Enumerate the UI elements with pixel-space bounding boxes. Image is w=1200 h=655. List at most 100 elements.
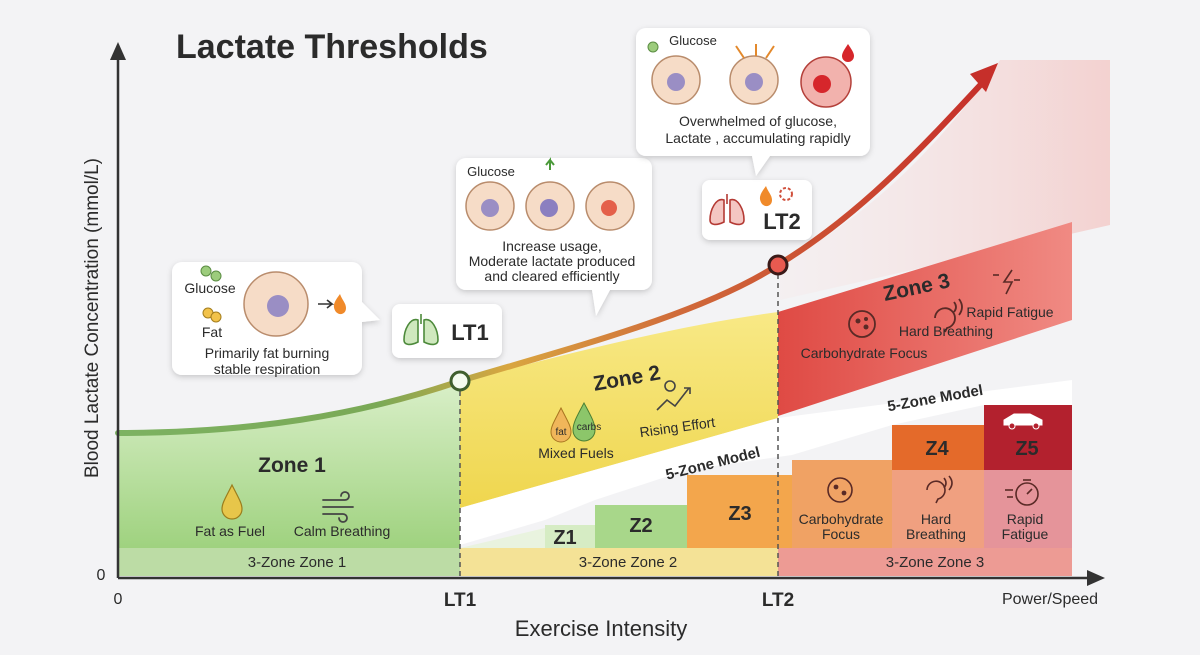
zone-2-mixed-fuels: Mixed Fuels: [538, 445, 613, 461]
z5-label: Z5: [1015, 438, 1038, 460]
glucose-molecule-icon: [200, 265, 212, 277]
lungs-icon-lt1: [403, 314, 439, 346]
carbs-icon-label: carbs: [577, 422, 601, 433]
rapid-fatigue-lightning-icon: [993, 269, 1020, 295]
callout-1-text-line2: stable respiration: [214, 361, 321, 377]
up-arrow-icon: [545, 157, 555, 170]
flame-icon-lt2: [759, 186, 772, 207]
cell-icon-3-nucleus: [601, 200, 617, 216]
page-title: Lactate Thresholds: [176, 28, 488, 66]
zone-3-carb-focus-1: Carbohydrate Focus: [801, 345, 928, 361]
burst-arrows-icon: [735, 44, 775, 59]
fat-drop-icon-small: [550, 406, 572, 443]
curve-arrowhead: [970, 63, 998, 92]
z1-block-bg: [460, 528, 545, 548]
race-car-icon: [1003, 413, 1043, 430]
breathing-wind-icon: [322, 491, 354, 523]
carb-plate-icon-5zone: [827, 477, 853, 503]
z1-label: Z1: [553, 527, 576, 549]
callout-1-glucose-label: Glucose: [184, 280, 236, 296]
cell-icon-1-nucleus: [481, 199, 499, 217]
flame-icon: [333, 294, 346, 315]
z4-block: [892, 425, 984, 470]
z5-rapid-fatigue-line1: Rapid: [1007, 511, 1044, 527]
fat-drop-icon: [221, 483, 243, 520]
lactate-curve: [115, 77, 988, 436]
x-axis-label: Exercise Intensity: [515, 616, 687, 641]
carbs-drop-icon: [572, 401, 596, 442]
glucose-molecule-icon-3: [647, 41, 659, 53]
x-tick-power-speed: Power/Speed: [1002, 591, 1098, 608]
lt2-point: [767, 254, 789, 276]
z4-hard-breathing-line1: Hard: [921, 511, 951, 527]
z3-label: Z3: [728, 503, 751, 525]
callout-2-text-line3: and cleared efficiently: [484, 268, 619, 284]
rising-effort-icon: [656, 380, 691, 411]
bottom-zone-2-label: 3-Zone Zone 2: [579, 554, 677, 571]
fat-molecule-icon-2: [210, 311, 222, 323]
lt1-marker-label: LT1: [451, 320, 488, 345]
bottom-zone-1-bar: [118, 548, 460, 576]
zone-3-rapid-fatigue-1: Rapid Fatigue: [966, 304, 1053, 320]
zone-1-title: Zone 1: [258, 454, 326, 477]
z3-detail-block: [792, 460, 892, 548]
z5-rapid-fatigue-line2: Fatigue: [1002, 526, 1049, 542]
zone-1-fat-fuel: Fat as Fuel: [195, 523, 265, 539]
carb-plate-icon: [848, 310, 876, 338]
zone-3-band: [778, 222, 1072, 416]
x-tick-lt2: LT2: [762, 590, 794, 611]
y-axis-label: Blood Lactate Concentration (mmol/L): [82, 158, 103, 478]
blood-drop-icon: [842, 44, 854, 62]
zone-3-hard-breathing-1: Hard Breathing: [899, 323, 993, 339]
cell-icon-5-nucleus: [745, 73, 763, 91]
hard-breathing-head-icon: [934, 298, 963, 333]
callout-3-glucose-label: Glucose: [669, 33, 717, 48]
z2-block: [595, 505, 687, 548]
zone-1-band: [118, 382, 460, 548]
y-zero-label: 0: [97, 567, 106, 584]
callout-1-fat-label: Fat: [202, 324, 222, 340]
z3-carb-focus-line2: Focus: [822, 526, 860, 542]
lt2-marker: [702, 180, 812, 240]
callout-1-text-line1: Primarily fat burning: [205, 345, 330, 361]
cell-icon-4-nucleus: [667, 73, 685, 91]
cell-icon-2-nucleus: [540, 199, 558, 217]
bottom-zone-3-bar: [778, 548, 1072, 576]
gear-icon-lt2: [779, 187, 793, 201]
lt1-marker: [392, 304, 502, 358]
z4-hard-breathing-line2: Breathing: [906, 526, 966, 542]
x-axis-arrow: [1087, 570, 1105, 586]
bottom-zone-3-label: 3-Zone Zone 3: [886, 554, 984, 571]
z4-label: Z4: [925, 438, 949, 460]
callout-2-text-line2: Moderate lactate produced: [469, 253, 636, 269]
z4-detail-block: [892, 470, 984, 548]
x-tick-lt1: LT1: [444, 590, 477, 611]
z3-carb-focus-line1: Carbohydrate: [799, 511, 884, 527]
stopwatch-icon: [1005, 479, 1039, 506]
z3-block: [687, 475, 792, 548]
x-zero-label: 0: [114, 591, 123, 608]
callout-2-glucose-label: Glucose: [467, 164, 515, 179]
hard-breathing-head-icon-5zone: [926, 475, 953, 504]
z2-label: Z2: [629, 515, 652, 537]
bottom-zone-2-bar: [460, 548, 778, 576]
bottom-zone-1-label: 3-Zone Zone 1: [248, 554, 346, 571]
lungs-icon-lt2: [709, 194, 745, 226]
lt2-marker-label: LT2: [763, 209, 800, 234]
mitochondria-icon: [267, 295, 289, 317]
zone-2-band: [460, 312, 778, 508]
glucose-molecule-icon-2: [210, 270, 222, 282]
callout-3-text-line1: Overwhelmed of glucose,: [679, 113, 837, 129]
output-arrow-icon: [318, 299, 335, 309]
z1-block: [545, 525, 595, 548]
zone-1-calm-breathing: Calm Breathing: [294, 523, 391, 539]
lt1-point: [449, 370, 471, 392]
five-zone-ribbon: [460, 380, 1072, 545]
callout-3-text-line2: Lactate , accumulating rapidly: [665, 130, 850, 146]
fat-icon-label: fat: [555, 427, 566, 438]
callout-2-text-line1: Increase usage,: [502, 238, 602, 254]
y-axis-arrow: [110, 42, 126, 60]
cell-icon-6-nucleus: [813, 75, 831, 93]
